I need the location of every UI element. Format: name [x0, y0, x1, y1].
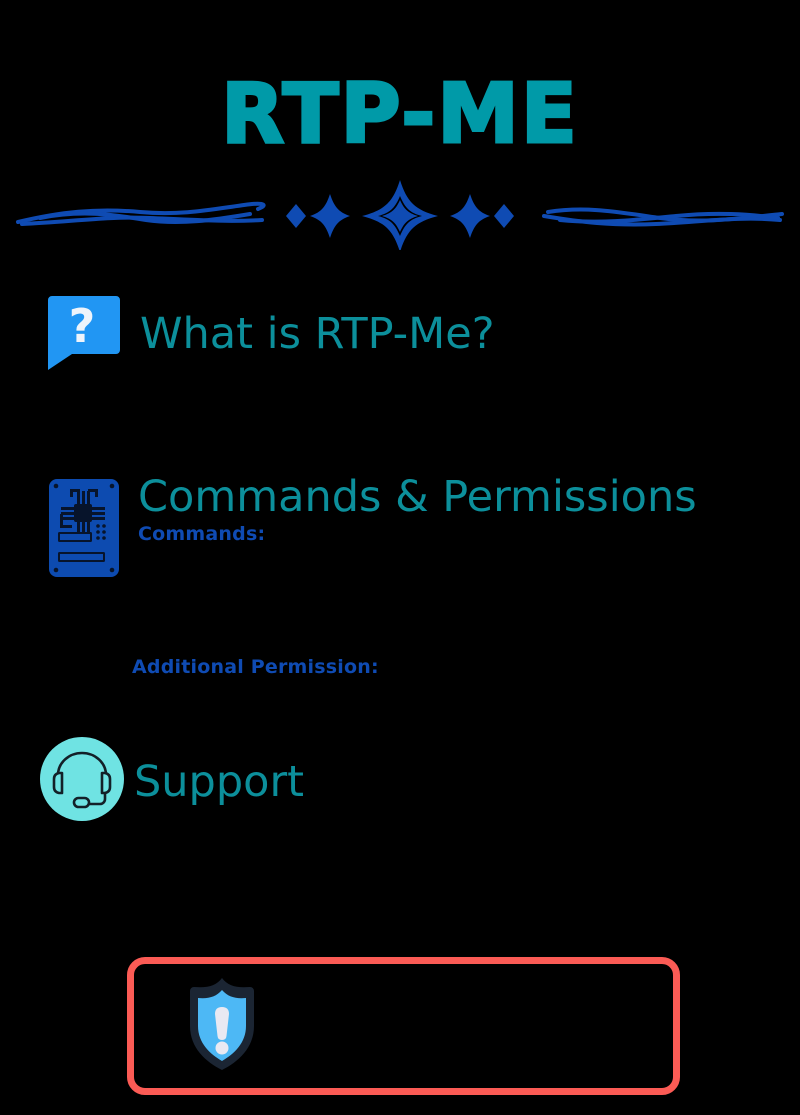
warning-callout-box — [127, 957, 680, 1095]
headset-support-icon — [38, 735, 126, 828]
additional-permission-label: Additional Permission: — [132, 656, 379, 678]
svg-text:?: ? — [69, 299, 96, 353]
commands-sub-label: Commands: — [138, 523, 266, 545]
circuit-board-icon — [48, 478, 120, 583]
divider-svg — [16, 180, 784, 252]
section-commands-permissions: Commands & Permissions Commands: — [48, 472, 697, 583]
section-support: Support — [38, 735, 304, 828]
question-speech-bubble-icon: ? — [42, 290, 122, 377]
page-title-container: RTP-ME — [0, 67, 800, 162]
page-title: RTP-ME — [220, 67, 579, 162]
section-what-is-rtp-me: ? What is RTP-Me? — [42, 290, 495, 377]
section-title-commands-permissions: Commands & Permissions — [138, 472, 697, 522]
section-title-support: Support — [134, 756, 304, 807]
decorative-divider — [0, 178, 800, 252]
section-title-what-is-rtp-me: What is RTP-Me? — [140, 308, 495, 359]
commands-text-column: Commands & Permissions Commands: — [138, 472, 697, 546]
shield-alert-icon — [176, 974, 268, 1079]
